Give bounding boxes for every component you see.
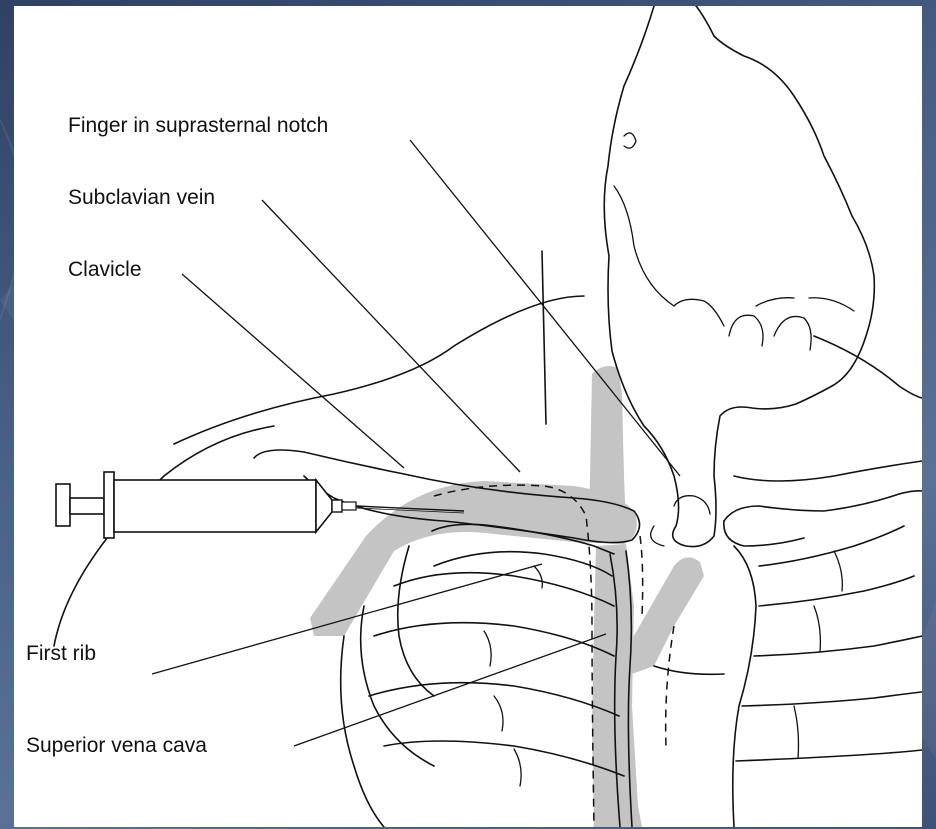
label-first-rib: First rib xyxy=(26,642,96,666)
right-clavicle xyxy=(724,491,922,521)
anatomy-figure: Finger in suprasternal notch Subclavian … xyxy=(14,6,922,827)
sternum-and-right-ribs xyxy=(610,526,922,827)
left-brachiocephalic-shape xyxy=(628,557,704,674)
neck-left-line xyxy=(542,251,546,424)
shoulder-line xyxy=(174,296,584,444)
label-clavicle: Clavicle xyxy=(68,258,142,282)
body-outline xyxy=(54,251,922,646)
chest-right-line xyxy=(734,461,922,481)
vessel-shading xyxy=(310,366,704,827)
neck-right-line xyxy=(814,336,922,398)
subclavian-vein-leader xyxy=(262,200,520,472)
pointing-hand-icon xyxy=(604,6,874,547)
label-superior-vena-cava: Superior vena cava xyxy=(26,734,207,758)
clavicle-leader xyxy=(182,274,404,468)
label-finger-in-suprasternal-notch: Finger in suprasternal notch xyxy=(68,114,328,138)
left-ribs xyxy=(341,524,624,827)
finger-leader xyxy=(410,140,680,476)
label-subclavian-vein: Subclavian vein xyxy=(68,186,215,210)
subclavian-vein-shape xyxy=(310,481,637,636)
arm-outline xyxy=(54,426,274,646)
